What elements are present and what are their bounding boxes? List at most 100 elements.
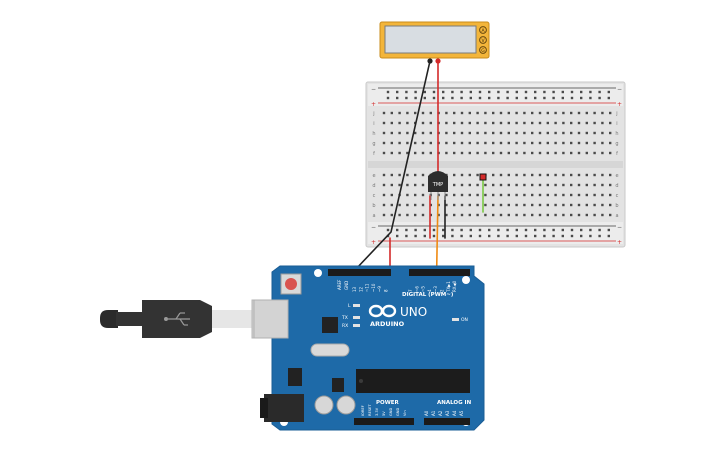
breadboard-hole[interactable] — [593, 151, 596, 155]
breadboard-hole[interactable] — [507, 173, 510, 177]
breadboard-hole[interactable] — [406, 183, 409, 187]
rail-hole[interactable] — [543, 90, 546, 94]
breadboard-hole[interactable] — [382, 141, 386, 145]
breadboard-hole[interactable] — [531, 111, 534, 115]
breadboard-hole[interactable] — [577, 151, 581, 155]
breadboard-hole[interactable] — [499, 213, 503, 217]
breadboard-hole[interactable] — [492, 203, 495, 207]
breadboard-hole[interactable] — [523, 141, 526, 145]
breadboard-hole[interactable] — [601, 193, 604, 197]
breadboard-hole[interactable] — [499, 111, 503, 115]
breadboard-hole[interactable] — [414, 173, 417, 177]
breadboard-hole[interactable] — [562, 193, 565, 197]
power-header[interactable] — [354, 418, 414, 425]
breadboard-hole[interactable] — [445, 111, 448, 115]
rail-hole[interactable] — [524, 90, 528, 94]
breadboard-hole[interactable] — [382, 131, 386, 135]
breadboard-hole[interactable] — [453, 141, 456, 145]
breadboard-hole[interactable] — [538, 141, 542, 145]
rail-hole[interactable] — [386, 96, 390, 100]
rail-hole[interactable] — [460, 90, 463, 94]
breadboard-hole[interactable] — [406, 193, 409, 197]
breadboard-hole[interactable] — [562, 151, 565, 155]
breadboard-hole[interactable] — [507, 121, 510, 125]
rail-hole[interactable] — [432, 234, 436, 238]
breadboard-hole[interactable] — [406, 203, 409, 207]
rail-hole[interactable] — [488, 96, 491, 100]
breadboard-hole[interactable] — [601, 183, 604, 187]
breadboard-hole[interactable] — [453, 121, 456, 125]
breadboard-hole[interactable] — [585, 111, 588, 115]
breadboard-hole[interactable] — [414, 131, 417, 135]
rail-hole[interactable] — [543, 96, 546, 100]
breadboard-hole[interactable] — [460, 173, 464, 177]
breadboard-hole[interactable] — [601, 151, 604, 155]
breadboard-hole[interactable] — [507, 203, 510, 207]
breadboard-hole[interactable] — [398, 111, 401, 115]
rail-hole[interactable] — [442, 228, 445, 232]
breadboard-hole[interactable] — [562, 131, 565, 135]
breadboard-hole[interactable] — [421, 193, 425, 197]
rail-hole[interactable] — [570, 90, 574, 94]
breadboard-hole[interactable] — [453, 213, 456, 217]
rail-hole[interactable] — [580, 228, 583, 232]
breadboard-hole[interactable] — [437, 193, 440, 197]
breadboard-hole[interactable] — [492, 131, 495, 135]
rail-hole[interactable] — [460, 228, 463, 232]
breadboard-hole[interactable] — [562, 121, 565, 125]
rail-hole[interactable] — [488, 234, 491, 238]
breadboard-hole[interactable] — [570, 121, 573, 125]
rail-hole[interactable] — [589, 234, 592, 238]
breadboard-hole[interactable] — [523, 121, 526, 125]
breadboard-hole[interactable] — [562, 213, 565, 217]
breadboard-hole[interactable] — [406, 173, 409, 177]
rail-hole[interactable] — [607, 234, 610, 238]
breadboard-hole[interactable] — [429, 111, 432, 115]
breadboard-hole[interactable] — [601, 203, 604, 207]
breadboard-hole[interactable] — [414, 141, 417, 145]
breadboard-hole[interactable] — [476, 213, 479, 217]
breadboard-hole[interactable] — [554, 173, 557, 177]
breadboard-hole[interactable] — [453, 193, 456, 197]
breadboard-hole[interactable] — [499, 183, 503, 187]
breadboard-hole[interactable] — [414, 151, 417, 155]
breadboard-hole[interactable] — [445, 151, 448, 155]
breadboard-hole[interactable] — [453, 151, 456, 155]
rail-hole[interactable] — [570, 96, 574, 100]
rail-hole[interactable] — [386, 90, 390, 94]
multimeter-terminal-a[interactable]: A — [479, 26, 487, 34]
breadboard-hole[interactable] — [546, 173, 549, 177]
breadboard-hole[interactable] — [554, 183, 557, 187]
rail-hole[interactable] — [488, 228, 491, 232]
digital-header[interactable] — [328, 269, 470, 276]
rail-hole[interactable] — [497, 228, 500, 232]
breadboard-hole[interactable] — [601, 121, 604, 125]
rail-hole[interactable] — [405, 96, 408, 100]
rail-hole[interactable] — [561, 228, 564, 232]
breadboard-hole[interactable] — [593, 141, 596, 145]
breadboard-hole[interactable] — [554, 131, 557, 135]
rail-hole[interactable] — [497, 96, 500, 100]
breadboard-hole[interactable] — [546, 183, 549, 187]
rail-hole[interactable] — [451, 96, 454, 100]
breadboard-hole[interactable] — [577, 193, 581, 197]
breadboard-hole[interactable] — [484, 213, 487, 217]
breadboard-hole[interactable] — [460, 141, 464, 145]
breadboard-hole[interactable] — [577, 131, 581, 135]
breadboard-hole[interactable] — [523, 131, 526, 135]
breadboard-hole[interactable] — [546, 203, 549, 207]
breadboard-hole[interactable] — [468, 111, 471, 115]
rail-hole[interactable] — [580, 234, 583, 238]
breadboard-hole[interactable] — [460, 213, 464, 217]
breadboard-hole[interactable] — [601, 141, 604, 145]
breadboard-hole[interactable] — [515, 121, 518, 125]
rail-hole[interactable] — [598, 228, 601, 232]
rail-hole[interactable] — [543, 234, 546, 238]
breadboard-hole[interactable] — [453, 131, 456, 135]
rail-hole[interactable] — [552, 234, 555, 238]
breadboard-hole[interactable] — [585, 213, 588, 217]
multimeter-terminal-g[interactable]: G — [479, 46, 487, 54]
breadboard-hole[interactable] — [382, 111, 386, 115]
breadboard-hole[interactable] — [484, 121, 487, 125]
rail-hole[interactable] — [552, 228, 555, 232]
